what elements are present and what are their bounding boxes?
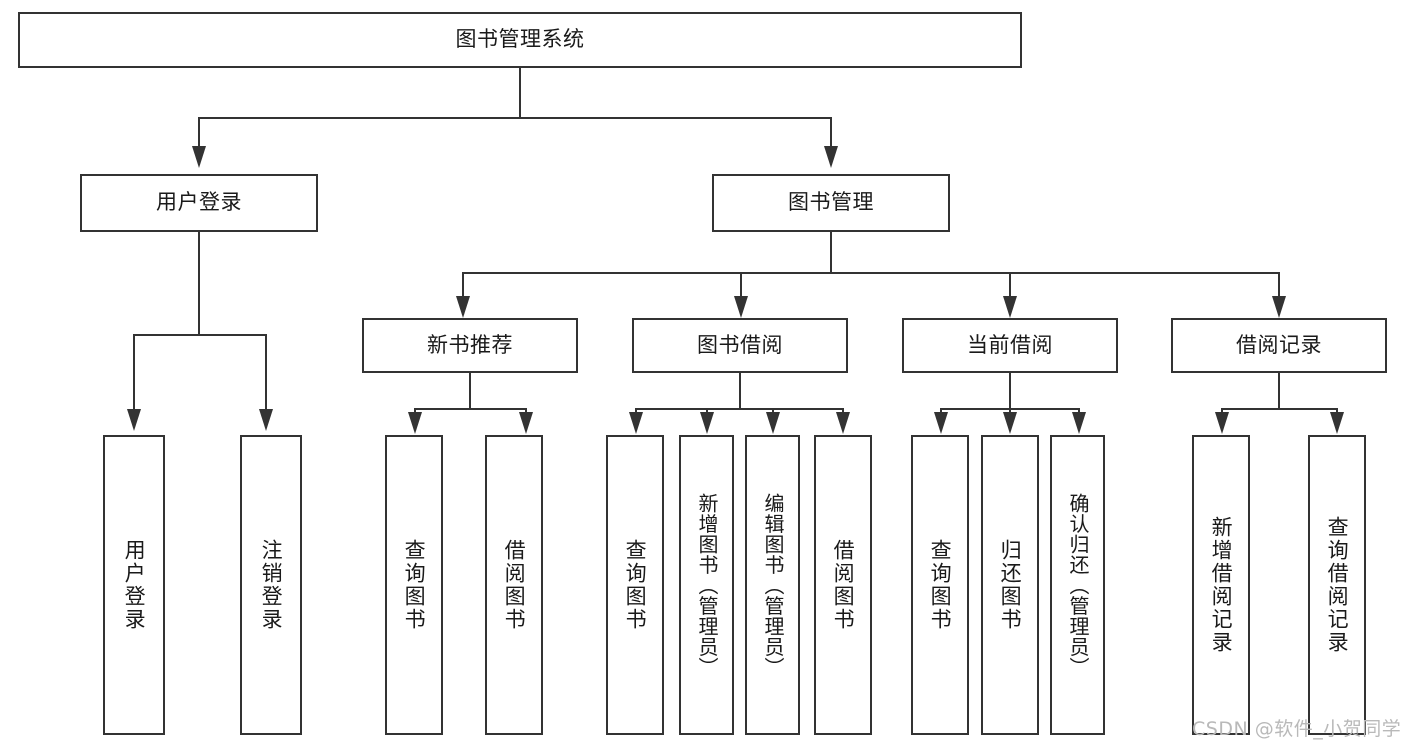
node-user-login[interactable]: 用户登录 — [80, 174, 318, 232]
node-label: 确认归还（管理员） — [1066, 492, 1090, 678]
node-label: 查询借阅记录 — [1325, 516, 1350, 654]
arrow-current-borrow-to-leaf-2 — [1072, 412, 1086, 434]
node-label: 图书借阅 — [697, 332, 783, 357]
leaf-new-book-recommend-0[interactable]: 查询图书 — [385, 435, 443, 735]
edge-root-to-book-management — [830, 117, 832, 148]
arrow-current-borrow-to-leaf-0 — [934, 412, 948, 434]
arrow-new-book-recommend-to-leaf-0 — [408, 412, 422, 434]
node-label: 注销登录 — [259, 539, 284, 631]
node-label: 当前借阅 — [967, 332, 1053, 357]
node-label: 新增图书（管理员） — [695, 492, 719, 678]
node-current-borrow[interactable]: 当前借阅 — [902, 318, 1118, 373]
leaf-borrow-record-0[interactable]: 新增借阅记录 — [1192, 435, 1250, 735]
edge-book-management-to-child-2 — [1009, 272, 1011, 297]
leaf-current-borrow-2[interactable]: 确认归还（管理员） — [1050, 435, 1105, 735]
edge-book-management-to-child-1 — [740, 272, 742, 297]
leaf-current-borrow-1[interactable]: 归还图书 — [981, 435, 1039, 735]
edge-root-to-user-login — [198, 117, 200, 148]
node-label: 查询图书 — [928, 539, 953, 631]
node-label: 借阅图书 — [502, 539, 527, 631]
node-borrow-record[interactable]: 借阅记录 — [1171, 318, 1387, 373]
arrow-book-management-to-child-1 — [734, 296, 748, 318]
node-label: 查询图书 — [402, 539, 427, 631]
leaf-book-borrow-0[interactable]: 查询图书 — [606, 435, 664, 735]
node-label: 编辑图书（管理员） — [761, 492, 785, 678]
arrow-root-to-book-management — [824, 146, 838, 168]
node-label: 用户登录 — [122, 539, 147, 631]
edge-new-book-recommend-bar — [414, 408, 527, 410]
node-root-book-management-system[interactable]: 图书管理系统 — [18, 12, 1022, 68]
node-label: 图书管理 — [788, 190, 874, 215]
edge-root-bar — [198, 117, 832, 119]
edge-borrow-record-stem — [1278, 373, 1280, 408]
arrow-book-borrow-to-leaf-1 — [700, 412, 714, 434]
edge-user-login-to-leaf-0 — [133, 334, 135, 410]
edge-book-borrow-bar — [635, 408, 844, 410]
leaf-new-book-recommend-1[interactable]: 借阅图书 — [485, 435, 543, 735]
arrow-new-book-recommend-to-leaf-1 — [519, 412, 533, 434]
arrow-book-management-to-child-2 — [1003, 296, 1017, 318]
edge-book-management-stem — [830, 232, 832, 272]
leaf-user-login-0[interactable]: 用户登录 — [103, 435, 165, 735]
arrow-book-borrow-to-leaf-0 — [629, 412, 643, 434]
arrow-book-management-to-child-3 — [1272, 296, 1286, 318]
edge-user-login-stem — [198, 232, 200, 334]
edge-book-management-bar — [462, 272, 1280, 274]
edge-new-book-recommend-stem — [469, 373, 471, 408]
node-book-borrow[interactable]: 图书借阅 — [632, 318, 848, 373]
node-label: 图书管理系统 — [455, 27, 585, 52]
node-label: 查询图书 — [623, 539, 648, 631]
edge-borrow-record-bar — [1221, 408, 1338, 410]
csdn-watermark: CSDN @软件_小贺同学 — [1192, 718, 1402, 740]
node-label: 归还图书 — [998, 539, 1023, 631]
edge-root-stem — [519, 68, 521, 117]
arrow-user-login-to-leaf-1 — [259, 409, 273, 431]
arrow-current-borrow-to-leaf-1 — [1003, 412, 1017, 434]
edge-book-borrow-stem — [739, 373, 741, 408]
arrow-book-borrow-to-leaf-3 — [836, 412, 850, 434]
leaf-borrow-record-1[interactable]: 查询借阅记录 — [1308, 435, 1366, 735]
edge-user-login-bar — [133, 334, 266, 336]
leaf-current-borrow-0[interactable]: 查询图书 — [911, 435, 969, 735]
leaf-book-borrow-2[interactable]: 编辑图书（管理员） — [745, 435, 800, 735]
edge-book-management-to-child-0 — [462, 272, 464, 297]
arrow-book-management-to-child-0 — [456, 296, 470, 318]
leaf-book-borrow-3[interactable]: 借阅图书 — [814, 435, 872, 735]
arrow-root-to-user-login — [192, 146, 206, 168]
node-book-management[interactable]: 图书管理 — [712, 174, 950, 232]
edge-current-borrow-stem — [1009, 373, 1011, 408]
node-label: 新增借阅记录 — [1209, 516, 1234, 654]
node-label: 新书推荐 — [427, 332, 513, 357]
leaf-book-borrow-1[interactable]: 新增图书（管理员） — [679, 435, 734, 735]
node-label: 借阅记录 — [1236, 332, 1322, 357]
node-label: 借阅图书 — [831, 539, 856, 631]
leaf-user-login-1[interactable]: 注销登录 — [240, 435, 302, 735]
arrow-borrow-record-to-leaf-0 — [1215, 412, 1229, 434]
edge-user-login-to-leaf-1 — [265, 334, 267, 410]
node-new-book-recommend[interactable]: 新书推荐 — [362, 318, 578, 373]
arrow-book-borrow-to-leaf-2 — [766, 412, 780, 434]
arrow-user-login-to-leaf-0 — [127, 409, 141, 431]
arrow-borrow-record-to-leaf-1 — [1330, 412, 1344, 434]
node-label: 用户登录 — [156, 190, 242, 215]
edge-book-management-to-child-3 — [1278, 272, 1280, 297]
